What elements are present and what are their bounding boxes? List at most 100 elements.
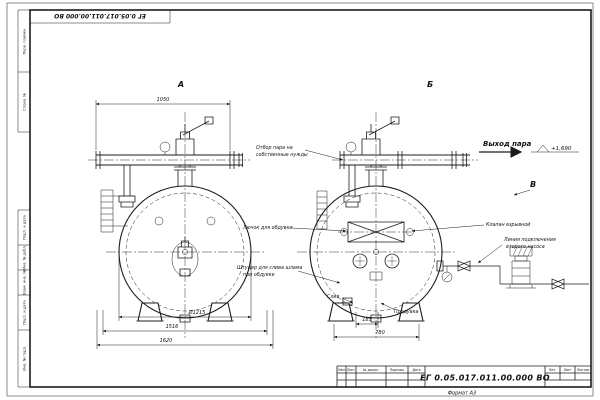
lower-fitting-b	[369, 271, 383, 281]
pump-line-leader	[477, 244, 503, 264]
vessel-shell-b	[309, 185, 443, 319]
view-b-centerlines	[297, 112, 478, 338]
col-list: Лист	[347, 368, 355, 372]
valve-1	[457, 260, 471, 272]
steam-pipe-a	[96, 154, 243, 166]
col-izm: Изм	[338, 368, 345, 372]
view-b-label: Б	[427, 80, 433, 89]
manhole-fitting-a	[177, 237, 193, 277]
top-nozzle-a	[174, 165, 196, 186]
gauge-line-stem	[443, 266, 451, 281]
format-label: Формат А3	[448, 391, 476, 397]
explosion-valve-note: Клапан взрывной	[486, 222, 530, 228]
sludge-note-2: при обдувке	[243, 272, 275, 278]
explosion-hatch-b	[347, 221, 405, 243]
pump-body	[506, 255, 536, 289]
bottom-blowdown-fitting-b	[370, 314, 382, 323]
blowdown-note: Продувка	[394, 309, 418, 315]
ext-lines-1620	[96, 310, 274, 349]
sludge-note-1: Штуцер для слива шлама	[237, 265, 302, 271]
hatch-leader	[291, 227, 347, 233]
steam-tap-leader	[304, 149, 344, 161]
view-a-label: А	[177, 80, 184, 89]
elevation-value: +1,690	[551, 146, 572, 152]
blowdown-leader	[380, 302, 396, 311]
stamp-label: Инв. № дубл.	[23, 245, 27, 270]
inner-frame	[29, 9, 592, 388]
fitting-circle-right-a	[206, 216, 216, 226]
sight-glass-crosses-b	[355, 256, 397, 266]
stamp-label: Справ. №	[23, 93, 27, 111]
ladder-b	[316, 190, 328, 230]
doc-number: ЕГ 0.05.017.011.00.000 ВО	[420, 374, 550, 383]
ladder-a	[100, 189, 135, 233]
center-hub-a	[182, 249, 188, 255]
view-a: А 1050 Ø1215 1516 1620	[88, 80, 274, 349]
sheet-label: Лист	[563, 368, 571, 372]
dim-1620: 1620	[160, 338, 173, 344]
stamp-label: Подп. и дата	[23, 215, 27, 239]
ext-lines-185	[355, 312, 379, 328]
dim-1050: 1050	[157, 97, 170, 103]
view-v-arrow	[513, 189, 531, 196]
view-b: Б 185 780	[297, 80, 478, 341]
steam-tap-note-1: Отбор пара на	[256, 145, 293, 151]
col-docnum: № докум.	[363, 368, 379, 372]
top-nozzle-b	[365, 165, 387, 186]
pressure-gauge-a	[159, 141, 171, 153]
pump-motor-hatch	[512, 246, 533, 257]
left-riser-b	[343, 165, 361, 208]
pump-line-note-2: второго насоса	[506, 245, 545, 250]
corner-doc-number: ЕГ 0.05.017.011.00.000 ВО	[54, 12, 146, 19]
left-stamp-column: Перв. примен. Справ. № Подп. и дата Инв.…	[17, 9, 30, 388]
drain-stub-b	[342, 297, 353, 306]
stamp-label: Подп. и дата	[23, 300, 27, 324]
hatch-note: Лючок для обдувки	[242, 225, 293, 231]
vessel-side-nozzle	[436, 260, 444, 272]
stamp-label: Инв. № подл.	[23, 346, 27, 371]
pump-motor	[509, 246, 533, 257]
view-v-label: В	[530, 180, 536, 189]
stamp-label: Перв. примен.	[23, 28, 27, 55]
annotations: Отбор пара на собственные нужды Лючок дл…	[237, 145, 556, 315]
ext-lines-1215	[118, 256, 252, 321]
sight-glass-right-b	[384, 253, 400, 269]
title-block-grid	[336, 365, 591, 387]
drain-note: Слив	[327, 294, 340, 300]
pressure-gauge-b	[345, 141, 357, 153]
sludge-leader	[297, 270, 341, 284]
drawing-frame: ЕГ 0.05.017.011.00.000 ВО Перв. примен. …	[6, 2, 594, 397]
drain-leader	[341, 297, 354, 304]
sight-glass-left-b	[352, 253, 368, 269]
vessel-inner-shell-b	[316, 192, 436, 312]
steam-tap-note-2: собственные нужды	[256, 152, 308, 158]
fitting-circle-left-a	[154, 216, 164, 226]
hatch-bolt-left-b	[340, 228, 348, 236]
outer-border	[6, 2, 594, 397]
piping-run	[443, 265, 589, 285]
steam-out-label: Выход пара	[483, 140, 532, 148]
corner-doc-box	[30, 10, 171, 24]
dim-780: 780	[375, 330, 385, 336]
pipe-flanges-a	[95, 151, 243, 169]
dim-1516: 1516	[166, 324, 179, 330]
pump-line-note-1: Линия подключения	[503, 237, 556, 243]
col-date: Дата	[412, 368, 420, 372]
explosion-valve-leader	[411, 224, 485, 233]
view-a-centerlines	[88, 112, 264, 338]
dim-1215: Ø1215	[188, 309, 206, 316]
ext-lines-1050	[95, 100, 231, 150]
dim-185: 185	[362, 317, 372, 323]
vessel-inner-shell-a	[125, 192, 245, 312]
sheets-label: Листов	[577, 368, 589, 372]
lit-label: Лит.	[549, 368, 556, 372]
col-sign: Подпись	[390, 368, 404, 372]
stamp-cells	[17, 9, 30, 388]
center-hub-b	[373, 249, 379, 255]
safety-valve-b	[361, 116, 400, 156]
valve-2	[551, 278, 565, 290]
steam-outlet-group: Выход пара +1,690 В	[479, 140, 579, 196]
bottom-drain-fitting-a	[179, 314, 191, 323]
